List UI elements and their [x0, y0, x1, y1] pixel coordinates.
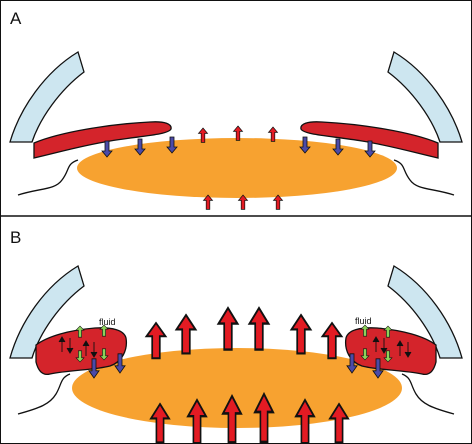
panel-a: A [9, 9, 463, 210]
inner-arrow [404, 342, 412, 358]
lens-a [77, 138, 397, 198]
iris-right-a [300, 121, 439, 159]
cornea-right-b [387, 265, 463, 359]
ciliary-right-b [401, 373, 455, 415]
iris-left-a [33, 121, 172, 159]
inner-arrow [396, 340, 404, 356]
red-arrow [175, 313, 197, 355]
red-arrow [248, 306, 270, 351]
ciliary-left-a [17, 159, 79, 196]
red-arrow [217, 306, 239, 351]
inner-arrow [66, 338, 74, 354]
panel-b-letter: B [10, 228, 21, 247]
red-arrow [273, 194, 283, 210]
cornea-right [387, 51, 463, 143]
cornea-left [9, 51, 85, 143]
panel-b: B [9, 228, 463, 444]
panel-a-letter: A [10, 9, 22, 28]
inner-arrows-b [58, 336, 412, 358]
inner-arrow [82, 340, 90, 356]
fluid-label-right: fluid [355, 316, 372, 326]
fluid-label-left: fluid [99, 317, 116, 327]
red-arrow [321, 321, 343, 360]
red-arrow [290, 313, 312, 355]
ciliary-right-a [393, 159, 455, 196]
ciliary-left-b [17, 373, 71, 415]
inner-arrow [58, 336, 66, 352]
inner-arrow [380, 338, 388, 354]
cornea-left-b [9, 265, 85, 359]
lens-b [72, 348, 402, 428]
inner-arrow [90, 342, 98, 358]
inner-arrow [372, 336, 380, 352]
